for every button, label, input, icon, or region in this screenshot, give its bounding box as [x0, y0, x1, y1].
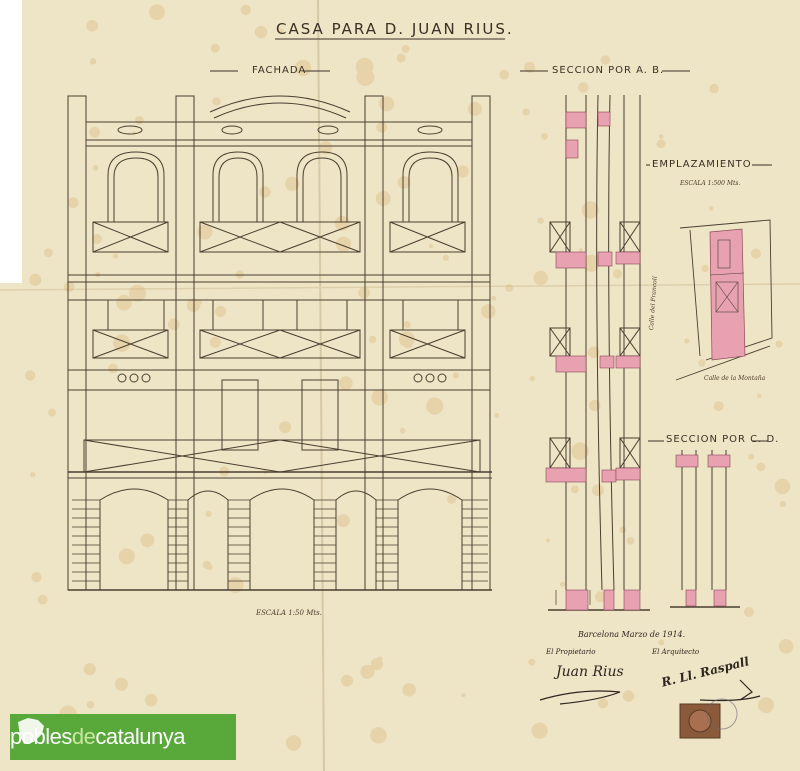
- pobles-de-catalunya-logo: pobles de catalunya: [10, 714, 236, 760]
- label-escala-fachada: ESCALA 1:50 Mts.: [256, 609, 322, 617]
- logo-text-catalunya: catalunya: [95, 724, 186, 749]
- section-cd: [670, 450, 740, 608]
- catalonia-map-icon: [18, 718, 44, 744]
- street-label-horizontal: Calle de la Montaña: [704, 375, 766, 382]
- site-plan-plot: [709, 228, 746, 361]
- label-fachada: FACHADA: [252, 65, 307, 76]
- label-escala-emplazamiento: ESCALA 1:500 Mts.: [680, 180, 741, 187]
- section-ab: [548, 94, 650, 611]
- logo-text-de: de: [71, 724, 96, 749]
- label-emplazamiento: EMPLAZAMIENTO: [652, 159, 752, 170]
- propietario-signature: Juan Rius: [556, 664, 624, 680]
- paper-corner-gap: [0, 0, 22, 283]
- plan-title: CASA PARA D. JUAN RIUS.: [276, 20, 514, 38]
- heading-rules: [210, 38, 772, 442]
- section-cd-fills: [675, 454, 731, 607]
- arquitecto-label: El Arquitecto: [652, 648, 700, 656]
- site-plan-inner: [709, 239, 745, 313]
- label-seccion-cd: SECCION POR C. D.: [666, 434, 780, 445]
- revenue-stamp: [679, 698, 738, 739]
- facade-elevation: [67, 95, 492, 591]
- label-seccion-ab: SECCION POR A. B.: [552, 65, 665, 76]
- section-ab-fills: [545, 111, 641, 611]
- propietario-label: El Propietario: [546, 648, 596, 656]
- place-date: Barcelona Marzo de 1914.: [578, 630, 686, 639]
- fold-line-horizontal: [0, 283, 800, 291]
- signature-flourishes: [539, 679, 761, 705]
